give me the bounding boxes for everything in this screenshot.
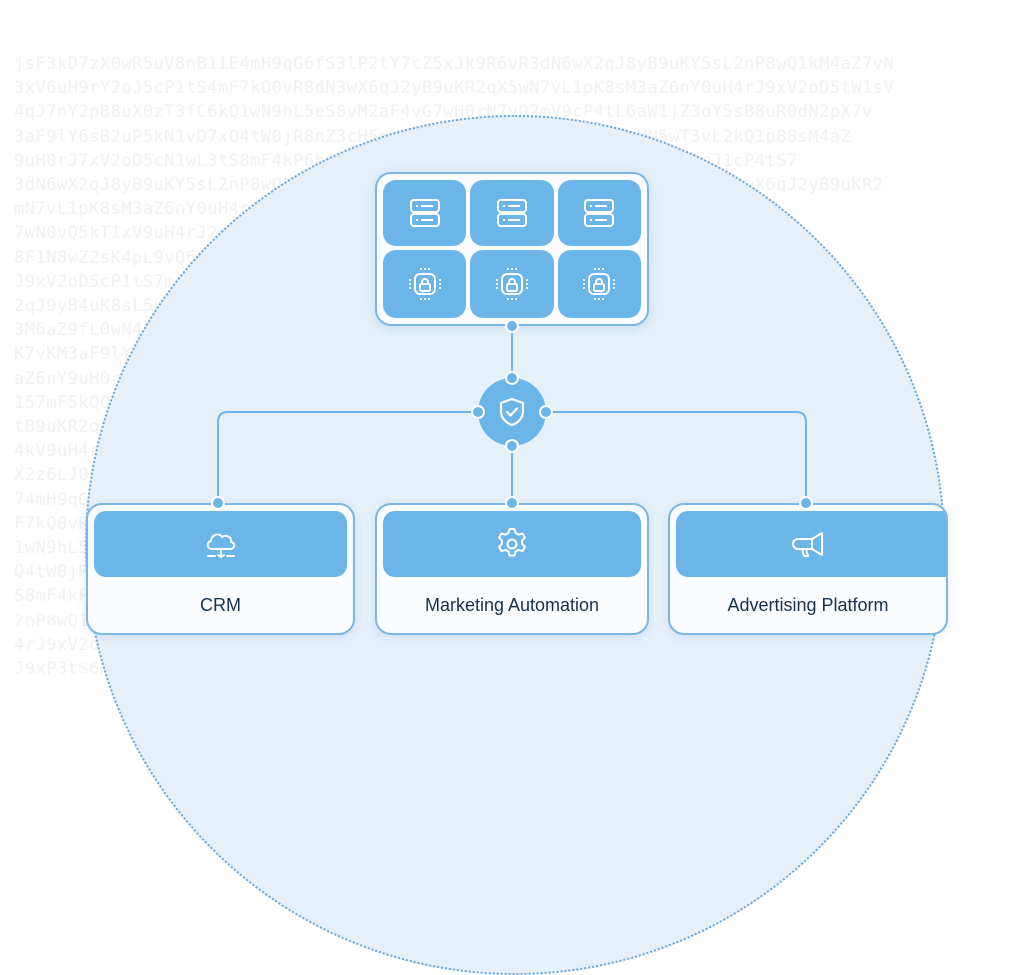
server-icon [496,199,527,227]
secure-chip-tile[interactable] [383,250,467,318]
card-advertising-platform-label: Advertising Platform [727,595,889,615]
card-marketing-automation-label: Marketing Automation [424,595,600,615]
hub-dot-top [505,371,519,385]
secure-chip-tile[interactable] [557,250,641,318]
hub-dot-bottom [505,439,519,453]
security-hub[interactable] [478,378,546,446]
secure-chip-icon [495,268,528,300]
card-advertising-connector-dot [799,496,813,510]
connector-hub-to-advertising [546,411,807,503]
cloud-icon [206,533,235,558]
server-icon [584,199,615,227]
secure-chip-icon [583,268,616,300]
shield-check-icon [499,397,525,427]
card-crm-header [94,511,347,577]
server-tile[interactable] [470,180,554,246]
card-marketing-automation[interactable]: Marketing Automation [375,503,649,635]
secure-chip-icon [408,268,441,300]
connector-dot-top-box [505,319,519,333]
server-tile[interactable] [383,180,467,246]
hub-dot-right [539,405,553,419]
server-icon [409,199,440,227]
card-marketing-connector-dot [505,496,519,510]
connector-hub-to-crm [217,411,478,503]
connector-lines [217,326,807,503]
card-marketing-automation-header [383,511,641,577]
card-advertising-platform[interactable]: Advertising Platform [668,503,948,635]
server-tile[interactable] [557,180,641,246]
card-crm[interactable]: CRM [86,503,355,635]
hub-dot-left [471,405,485,419]
card-crm-connector-dot [211,496,225,510]
card-advertising-platform-header [676,511,946,577]
secure-chip-tile[interactable] [470,250,554,318]
megaphone-icon [792,532,823,557]
gear-icon [498,528,526,557]
card-crm-label: CRM [200,595,241,615]
infrastructure-box [375,172,649,326]
